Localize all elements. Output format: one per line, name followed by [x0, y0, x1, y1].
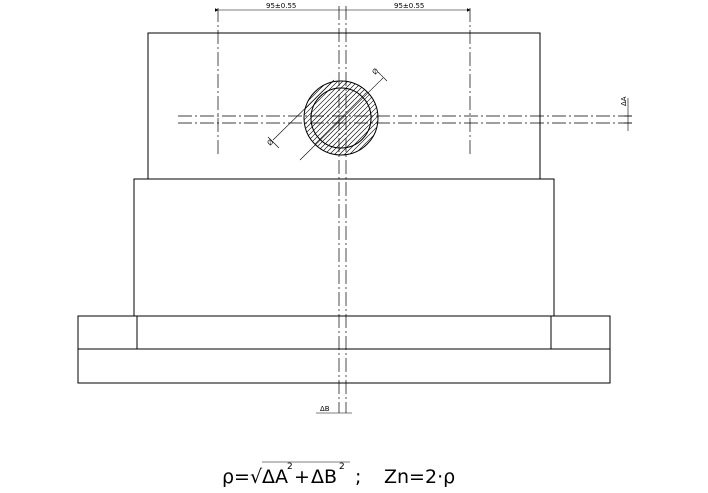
dimension-right-label: 95±0.55 [394, 2, 424, 10]
svg-text:ΔB: ΔB [320, 405, 330, 413]
hatched-ring [201, 68, 481, 168]
hatch-line [304, 81, 307, 155]
svg-text:ρ=√: ρ=√ [222, 466, 263, 488]
svg-text:2: 2 [287, 462, 293, 472]
svg-text:ΔB: ΔB [311, 466, 337, 488]
hatch-line [304, 81, 372, 155]
hatch-line [335, 81, 378, 155]
hatch-line [304, 81, 312, 155]
middle-body [133, 178, 555, 317]
hatch-line [330, 81, 378, 155]
svg-text:Ø: Ø [371, 67, 381, 77]
svg-text:Zn=2·ρ: Zn=2·ρ [384, 466, 455, 488]
svg-text:2: 2 [339, 462, 345, 472]
hatch-line [375, 81, 378, 155]
hole-inner-circle [310, 87, 372, 149]
hatch-line [304, 81, 357, 155]
hatch-line [201, 68, 301, 168]
hatch-line [365, 81, 378, 155]
base-recess [136, 315, 552, 350]
hatch-line [381, 68, 481, 168]
hatch-line [310, 81, 378, 155]
delta-b-dimension: ΔB [316, 405, 352, 414]
svg-text:+: + [294, 466, 310, 488]
hatch-line [325, 81, 378, 155]
dimension-left-label: 95±0.55 [266, 2, 296, 10]
hatch-line [304, 81, 367, 155]
svg-text:ΔA: ΔA [262, 466, 288, 488]
svg-text:ΔA: ΔA [620, 96, 628, 106]
hatch-line [304, 81, 317, 155]
diameter-leader-lower-left: Ø [266, 79, 335, 149]
hatch-line [315, 81, 378, 155]
delta-a-dimension: ΔA [620, 96, 632, 131]
hatch-line [304, 81, 352, 155]
diameter-leader-upper-right: Ø [299, 67, 388, 161]
upper-block [147, 32, 541, 180]
hatch-line [370, 81, 378, 155]
svg-text:;: ; [355, 466, 361, 488]
svg-text:Ø: Ø [266, 138, 276, 148]
formula: ρ=√ ΔA 2 + ΔB 2 ; Zn=2·ρ [222, 461, 455, 488]
